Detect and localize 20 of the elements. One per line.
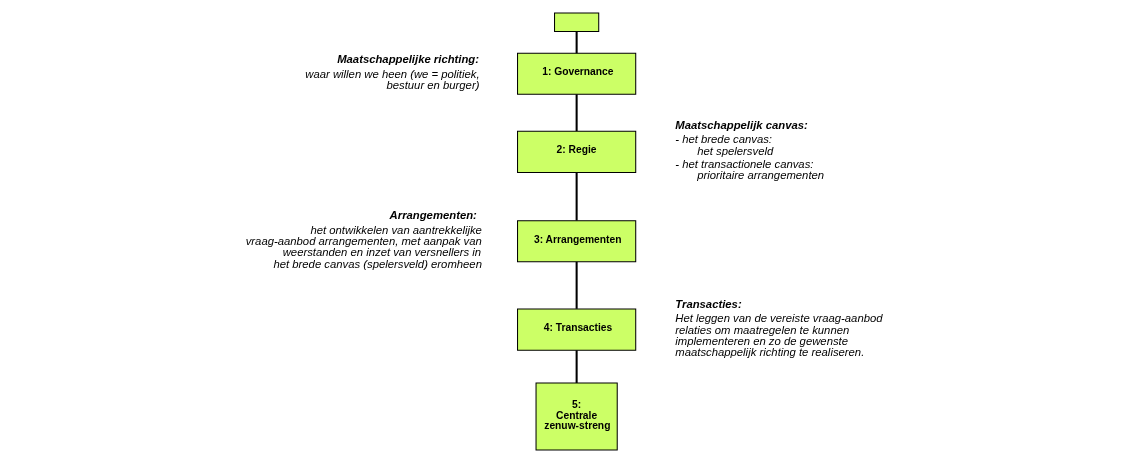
label: Het leggen van de vereiste vraag-aanbod relaties om maatregelen te kunnen implementeren en zo de gewenste maatschappelijk richting te realiseren. — [675, 311, 883, 358]
node-box: 1: Governance — [517, 52, 637, 95]
label: Maatschappelijk canvas: — [675, 118, 808, 131]
connector — [575, 93, 578, 131]
node-box: 3: Arrangementen — [517, 219, 637, 262]
label: Arrangementen: — [389, 208, 477, 221]
label: het ontwikkelen van aantrekkelijke vraag-aanbod arrangementen, met aanpak van weerstanden en inzet van versnellers in het brede canvas (spelersveld) eromheen — [245, 223, 482, 270]
node-box: 2: Regie — [517, 130, 637, 173]
connector — [575, 172, 578, 220]
label: Maatschappelijke richting: — [337, 52, 480, 65]
connector — [575, 261, 578, 309]
label: - het transactionele canvas: prioritaire arrangementen — [675, 157, 825, 181]
connector — [575, 349, 578, 383]
label: - het brede canvas: het spelersveld — [675, 132, 774, 157]
node-box — [554, 12, 600, 32]
node-box: 5: Centrale zenuw-streng — [535, 382, 618, 450]
label: waar willen we heen (we = politiek, bestuur en burger) — [305, 67, 480, 91]
node-box: 4: Transacties — [517, 308, 637, 351]
connector — [575, 31, 578, 53]
label: Transacties: — [675, 297, 742, 310]
